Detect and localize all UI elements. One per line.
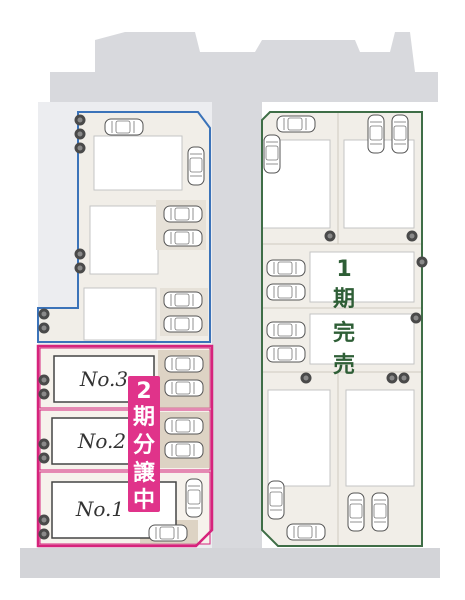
- tree-icon: [398, 372, 410, 384]
- car-top-view-icon: [187, 146, 205, 186]
- lot-label-no3: No.3: [79, 367, 128, 391]
- tree-icon: [38, 308, 50, 320]
- tree-icon: [38, 528, 50, 540]
- phase1-block: 1 期 完 売: [261, 111, 423, 547]
- car-top-view-icon: [263, 134, 281, 174]
- phase1-char: 1: [336, 257, 351, 282]
- tree-icon: [38, 374, 50, 386]
- tree-icon: [38, 322, 50, 334]
- car-top-view-icon: [164, 355, 204, 373]
- central-road: [212, 102, 262, 548]
- car-top-view-icon: [148, 524, 188, 542]
- bottom-road: [20, 548, 440, 578]
- blue-block-outline: [37, 111, 211, 343]
- car-top-view-icon: [371, 492, 389, 532]
- tree-icon: [74, 128, 86, 140]
- phase2-char: 期: [133, 405, 155, 430]
- house-footprint: [267, 389, 331, 487]
- phase2-block: No.3 No.2 No.1: [36, 344, 214, 548]
- phase1-char: 期: [333, 287, 355, 312]
- house-footprint: [83, 287, 157, 341]
- phase2-badge: 2 期 分 譲 中: [128, 376, 160, 513]
- car-top-view-icon: [163, 291, 203, 309]
- tree-icon: [300, 372, 312, 384]
- house-footprint: [345, 389, 415, 487]
- phase2-badge-bg: [128, 376, 160, 512]
- car-top-view-icon: [163, 315, 203, 333]
- car-top-view-icon: [164, 441, 204, 459]
- car-top-view-icon: [266, 283, 306, 301]
- car-top-view-icon: [347, 492, 365, 532]
- phase2-outline: [36, 344, 214, 548]
- tree-icon: [324, 230, 336, 242]
- tree-icon: [74, 142, 86, 154]
- car-top-view-icon: [185, 478, 203, 518]
- car-top-view-icon: [276, 115, 316, 133]
- phase2-char: 分: [133, 433, 155, 458]
- house-footprint: [343, 139, 415, 229]
- tree-icon: [74, 248, 86, 260]
- car-top-view-icon: [266, 321, 306, 339]
- tree-icon: [406, 230, 418, 242]
- car-top-view-icon: [164, 379, 204, 397]
- car-top-view-icon: [266, 345, 306, 363]
- car-top-view-icon: [163, 205, 203, 223]
- car-top-view-icon: [267, 480, 285, 520]
- car-top-view-icon: [104, 118, 144, 136]
- top-road: [50, 32, 438, 102]
- tree-icon: [416, 256, 428, 268]
- phase2-char: 中: [133, 488, 155, 513]
- phase2-char: 2: [136, 379, 151, 404]
- tree-icon: [38, 452, 50, 464]
- car-top-view-icon: [164, 417, 204, 435]
- car-top-view-icon: [163, 229, 203, 247]
- house-footprint: [93, 135, 183, 191]
- phase1-char: 売: [333, 352, 355, 378]
- car-top-view-icon: [266, 259, 306, 277]
- tree-icon: [74, 114, 86, 126]
- tree-icon: [410, 312, 422, 324]
- house-footprint: [309, 251, 415, 303]
- car-top-view-icon: [367, 114, 385, 154]
- tree-icon: [38, 438, 50, 450]
- tree-icon: [38, 388, 50, 400]
- tree-icon: [74, 262, 86, 274]
- lot-label-no2: No.2: [77, 429, 126, 453]
- lot-label-no1: No.1: [75, 497, 124, 521]
- tree-icon: [386, 372, 398, 384]
- phase1-outline: [261, 111, 423, 547]
- tree-icon: [38, 514, 50, 526]
- house-footprint: [309, 313, 415, 365]
- car-top-view-icon: [391, 114, 409, 154]
- car-top-view-icon: [286, 523, 326, 541]
- house-footprint: [89, 205, 159, 275]
- phase1-char: 完: [333, 320, 355, 346]
- phase2-char: 譲: [133, 460, 156, 486]
